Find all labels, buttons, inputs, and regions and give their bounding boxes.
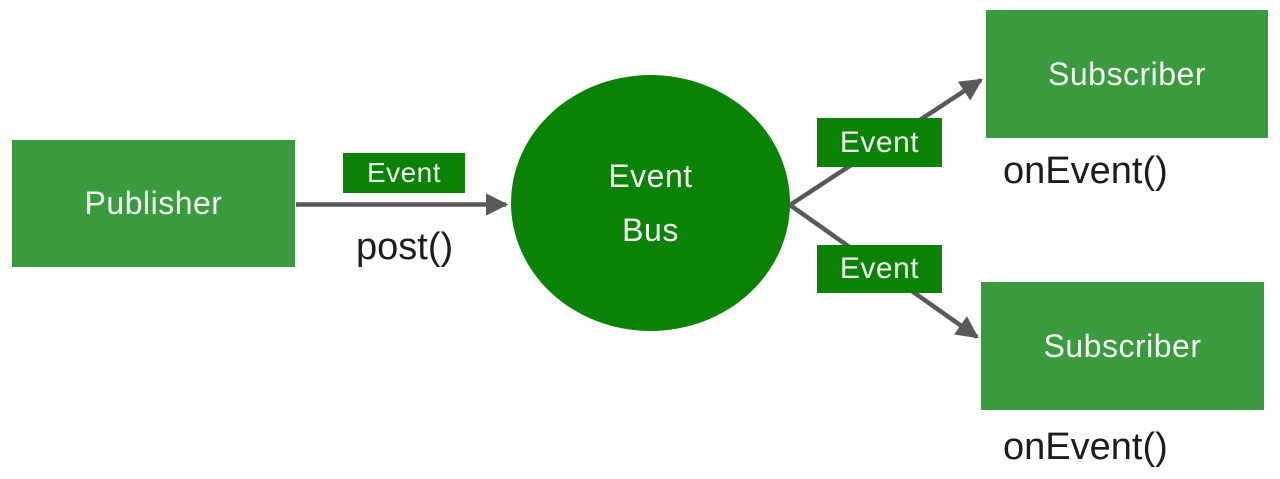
subscriber-top-label: Subscriber (1048, 55, 1206, 92)
event-tag-subscriber-top-edge: Event (817, 118, 942, 167)
publisher-label: Publisher (84, 185, 223, 221)
publisher-node: Publisher (12, 140, 295, 267)
event-bus-node: Event Bus (511, 75, 790, 331)
subscriber-bottom-node: Subscriber (981, 282, 1264, 410)
subscriber-top-node: Subscriber (986, 10, 1268, 138)
event-tag-publisher-edge: Event (343, 153, 465, 193)
subscriber-bottom-label: Subscriber (1043, 327, 1202, 364)
post-method-label: post() (356, 226, 454, 268)
onevent-handler-label-top: onEvent() (1003, 150, 1168, 192)
event-bus-label-line1: Event (608, 158, 693, 194)
onevent-handler-label-bottom: onEvent() (1003, 426, 1168, 468)
event-tag-subscriber-bottom-edge: Event (817, 245, 942, 293)
event-bus-label-line2: Bus (622, 212, 679, 248)
